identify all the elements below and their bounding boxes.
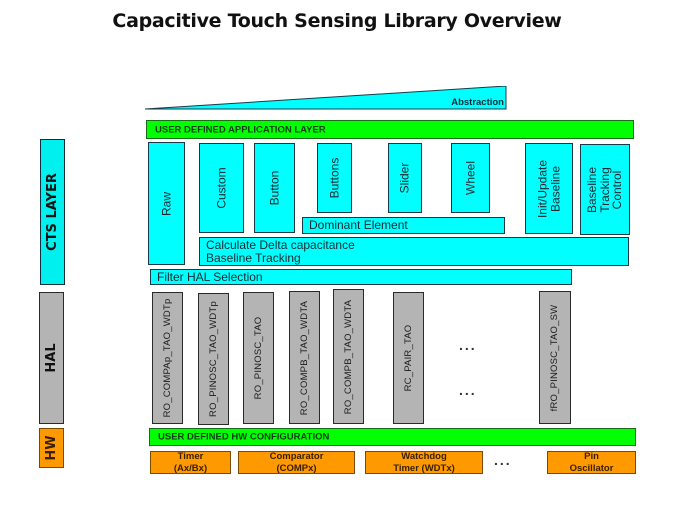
- abstraction-wedge: [145, 86, 507, 110]
- hal-module: RO_PINOSC_TAO: [243, 292, 274, 424]
- hal-module: RO_PINOSC_TAO_WDTp: [198, 293, 229, 425]
- hw-module-timer: Timer(Ax/Bx): [150, 451, 231, 474]
- baseline-tracking-label: Baseline Tracking: [206, 251, 301, 265]
- hw-ellipsis: ...: [494, 452, 512, 468]
- hal-module: RC_PAIR_TAO: [393, 292, 424, 424]
- cts-module-button: Button: [254, 143, 295, 233]
- filter-hal-selection-bar: Filter HAL Selection: [150, 269, 572, 285]
- diagram-title: Capacitive Touch Sensing Library Overvie…: [112, 10, 562, 32]
- hw-configuration-label: USER DEFINED HW CONFIGURATION: [158, 431, 330, 443]
- cts-module-baseline-tracking-control: Baseline Tracking Control: [580, 144, 630, 235]
- hal-ellipsis-bottom: ...: [459, 382, 477, 398]
- cts-module-custom: Custom: [199, 143, 244, 233]
- dominant-element-bar: Dominant Element: [302, 217, 505, 234]
- hal-module: RO_COMPB_TAO_WDTA: [333, 289, 364, 424]
- cts-module-wheel: Wheel: [451, 143, 490, 213]
- hw-module-comparator: Comparator(COMPx): [238, 451, 355, 474]
- delta-capacitance-bar: Calculate Delta capacitance Baseline Tra…: [199, 237, 629, 266]
- hw-configuration-bar: USER DEFINED HW CONFIGURATION: [149, 428, 636, 446]
- cts-module-slider: Slider: [388, 143, 422, 213]
- delta-capacitance-label: Calculate Delta capacitance: [206, 238, 355, 252]
- hal-layer-label-box: HAL: [39, 292, 64, 424]
- cts-layer-label: CTS LAYER: [44, 173, 60, 251]
- hal-module: RO_COMPB_TAO_WDTA: [289, 291, 320, 424]
- cts-layer-label-box: CTS LAYER: [40, 139, 65, 285]
- cts-module-buttons: Buttons: [317, 143, 352, 213]
- cts-module-raw: Raw: [148, 142, 185, 265]
- hw-layer-label-box: HW: [39, 428, 64, 468]
- cts-module-init-update-baseline: Init/Update Baseline: [525, 143, 573, 234]
- hal-ellipsis-top: ...: [459, 337, 477, 353]
- application-layer-bar: USER DEFINED APPLICATION LAYER: [146, 120, 634, 139]
- abstraction-label: Abstraction: [451, 97, 504, 108]
- hw-layer-label: HW: [43, 435, 59, 461]
- application-layer-label: USER DEFINED APPLICATION LAYER: [155, 124, 326, 135]
- hal-layer-label: HAL: [43, 343, 59, 373]
- hal-module: fRO_PINOSC_TAO_SW: [539, 291, 571, 424]
- hal-module: RO_COMPAp_TAO_WDTp: [152, 292, 183, 424]
